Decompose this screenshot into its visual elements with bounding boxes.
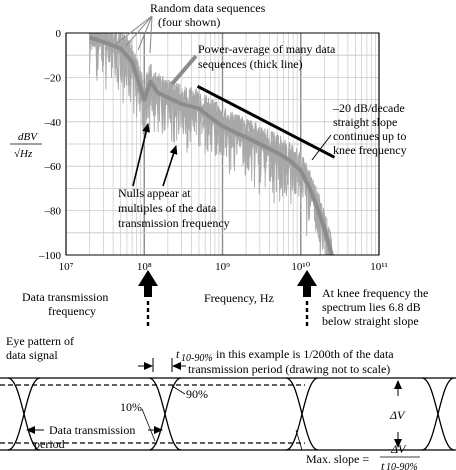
y-tick-label: –100 xyxy=(38,250,62,262)
x-tick-label: 10¹⁰ xyxy=(291,261,310,273)
random-sequence-line xyxy=(89,32,333,256)
svg-text:t: t xyxy=(176,347,180,361)
svg-text:below straight slope: below straight slope xyxy=(322,314,419,328)
x-axis-label: Frequency, Hz xyxy=(204,291,274,305)
svg-text:continues up to: continues up to xyxy=(333,129,406,143)
annotation-slope: –20 dB/decade straight slope continues u… xyxy=(311,101,407,161)
x-tick-label: 10⁸ xyxy=(137,261,152,273)
x-tick-labels: 10⁷ 10⁸ 10⁹ 10¹⁰ 10¹¹ xyxy=(59,261,388,273)
y-tick-label: 0 xyxy=(56,28,62,40)
svg-text:straight slope: straight slope xyxy=(333,115,397,129)
y-tick-label: –20 xyxy=(44,72,62,84)
svg-text:knee frequency: knee frequency xyxy=(333,143,407,157)
y-tick-label: –60 xyxy=(44,161,62,173)
svg-text:Data transmission: Data transmission xyxy=(22,290,108,304)
y-tick-labels: 0 –20 –40 –60 –80 –100 xyxy=(38,28,62,262)
y-tick-label: –80 xyxy=(44,206,62,218)
svg-text:10-90%: 10-90% xyxy=(386,462,418,470)
x-tick-label: 10¹¹ xyxy=(370,261,388,273)
svg-text:in this example is 1/200th of: in this example is 1/200th of the data xyxy=(216,347,394,361)
svg-text:(four shown): (four shown) xyxy=(158,15,220,29)
slope-line xyxy=(196,84,336,159)
y-axis-label-bottom: √Hz xyxy=(14,148,33,160)
svg-text:ΔV: ΔV xyxy=(389,408,406,422)
svg-text:Random data sequences: Random data sequences xyxy=(150,1,266,15)
svg-text:multiples of the data: multiples of the data xyxy=(118,201,217,215)
annotation-nulls: Nulls appear at multiples of the data tr… xyxy=(118,123,230,230)
svg-text:90%: 90% xyxy=(186,387,208,401)
x-tick-label: 10⁷ xyxy=(59,261,74,273)
svg-text:transmission period (drawing n: transmission period (drawing not to scal… xyxy=(188,362,390,376)
svg-text:frequency: frequency xyxy=(48,304,96,318)
annotation-random-sequences: Random data sequences (four shown) xyxy=(115,1,266,54)
svg-text:10%: 10% xyxy=(120,400,142,414)
annotation-knee: At knee frequency the spectrum lies 6.8 … xyxy=(297,270,428,328)
svg-text:spectrum lies 6.8 dB: spectrum lies 6.8 dB xyxy=(322,300,421,314)
svg-text:data signal: data signal xyxy=(6,348,58,362)
svg-text:period: period xyxy=(34,437,65,451)
svg-text:Power-average of many data: Power-average of many data xyxy=(198,42,336,56)
svg-text:Nulls appear at: Nulls appear at xyxy=(118,186,191,200)
y-axis-label-top: dBV xyxy=(18,131,38,143)
plot-frame xyxy=(65,32,380,256)
svg-text:10-90%: 10-90% xyxy=(181,353,213,364)
power-average-line xyxy=(88,35,334,256)
svg-text:At knee frequency the: At knee frequency the xyxy=(322,286,428,300)
annotation-data-frequency: Data transmission frequency xyxy=(22,270,158,326)
svg-text:Data transmission: Data transmission xyxy=(49,423,135,437)
svg-text:Eye pattern of: Eye pattern of xyxy=(6,334,74,348)
svg-text:Max. slope =: Max. slope = xyxy=(306,452,369,466)
annotation-power-average: Power-average of many data sequences (th… xyxy=(170,42,336,86)
y-tick-label: –40 xyxy=(44,117,62,129)
svg-text:sequences (thick line): sequences (thick line) xyxy=(198,57,303,71)
eye-pattern: Eye pattern of data signal t 10-90% in t… xyxy=(0,334,456,470)
svg-text:transmission frequency: transmission frequency xyxy=(118,216,230,230)
x-tick-label: 10⁹ xyxy=(215,261,230,273)
svg-text:–20 dB/decade: –20 dB/decade xyxy=(332,101,405,115)
svg-text:t: t xyxy=(381,459,385,470)
svg-text:ΔV: ΔV xyxy=(390,442,407,456)
spectrum-plot: 10⁷ 10⁸ 10⁹ 10¹⁰ 10¹¹ 0 –20 –40 –60 –80 –100 xyxy=(38,28,388,273)
